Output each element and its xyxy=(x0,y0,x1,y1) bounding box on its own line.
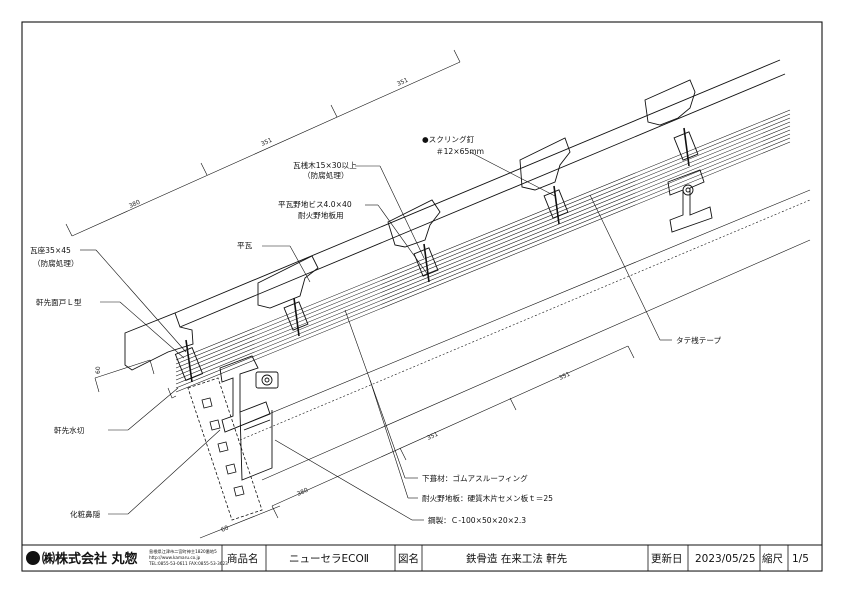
label-fire-board: 耐火野地板：硬質木片セメン板ｔ＝25 xyxy=(422,493,553,503)
dim-lower-1: 351 xyxy=(558,371,571,382)
label-steel-purlin: 鋼製：Ｃ-100×50×20×2.3 xyxy=(428,515,526,525)
dim-lower-2: 351 xyxy=(426,431,439,442)
label-batten-note: （防腐処理） xyxy=(303,170,349,180)
label-flat-tile: 平瓦 xyxy=(237,241,253,250)
scale-label: 縮尺 xyxy=(762,552,783,565)
scale-value: 1/5 xyxy=(792,553,809,565)
label-underlay: 下葺材：ゴムアスルーフィング xyxy=(422,473,528,483)
dim-upper-2: 351 xyxy=(260,137,273,148)
roof-board-layers xyxy=(175,109,791,393)
dimension-labels: 351 351 380 351 351 380 60 60 xyxy=(95,77,571,534)
company-url: http://www.kamaru.co.jp xyxy=(149,555,201,560)
product-value: ニューセラECOⅡ xyxy=(289,553,369,565)
dim-upper-1: 351 xyxy=(396,77,409,88)
upper-dimension-line xyxy=(65,49,461,237)
leader-lines xyxy=(80,151,672,521)
company-logo-icon xyxy=(26,551,40,565)
label-screw-nail-size: ＃12×65mm xyxy=(436,147,484,156)
label-tile-seat: 瓦座35×45 xyxy=(30,245,71,255)
steel-purlin-right xyxy=(667,169,713,233)
steel-purlin-left xyxy=(219,355,279,481)
label-eaves-l-type: 軒先面戸Ｌ型 xyxy=(36,297,82,307)
roof-section-drawing xyxy=(65,49,811,539)
battens-and-screws xyxy=(174,127,699,383)
label-roof-screw-note: 耐火野地板用 xyxy=(298,210,344,220)
label-roof-screw: 平瓦野地ビス4.0×40 xyxy=(278,199,352,209)
fascia-board xyxy=(187,377,263,521)
callout-labels: ●スクリング釘 ＃12×65mm 瓦桟木15×30以上 （防腐処理） 平瓦野地ビ… xyxy=(30,134,722,525)
label-batten: 瓦桟木15×30以上 xyxy=(293,160,357,170)
label-screw-nail: ●スクリング釘 xyxy=(422,134,475,144)
dim-lower-3: 380 xyxy=(296,487,309,498)
label-vertical-tape: タテ桟テープ xyxy=(676,335,722,345)
drawing-label: 図名 xyxy=(398,552,419,565)
updated-value: 2023/05/25 xyxy=(695,553,756,565)
label-tile-seat-note: （防腐処理） xyxy=(33,258,79,268)
drawing-value: 鉄骨造 在来工法 軒先 xyxy=(466,552,567,565)
company-address: 島根県江津市二宮町神主1820番地5 xyxy=(149,548,217,555)
lower-dimension-line xyxy=(199,345,635,539)
updated-label: 更新日 xyxy=(651,552,683,565)
dim-upper-3: 380 xyxy=(128,199,141,210)
title-block: ㈱株式会社 丸惣 島根県江津市二宮町神主1820番地5 http://www.k… xyxy=(21,544,823,572)
dim-bottom-small: 60 xyxy=(220,524,230,534)
company-name: ㈱株式会社 丸惣 xyxy=(42,551,138,567)
label-fascia: 化粧鼻隠 xyxy=(70,509,101,519)
product-label: 商品名 xyxy=(227,552,259,565)
dim-eaves-small: 60 xyxy=(95,366,102,374)
drawing-frame xyxy=(21,21,823,572)
lower-roof-lines xyxy=(229,189,811,481)
label-eaves-drip: 軒先水切 xyxy=(54,425,85,435)
company-tel: TEL:0855-53-0611 FAX:0855-53-3623 xyxy=(148,561,228,566)
eaves-small-dimension xyxy=(94,359,155,393)
roof-tiles xyxy=(124,59,786,371)
